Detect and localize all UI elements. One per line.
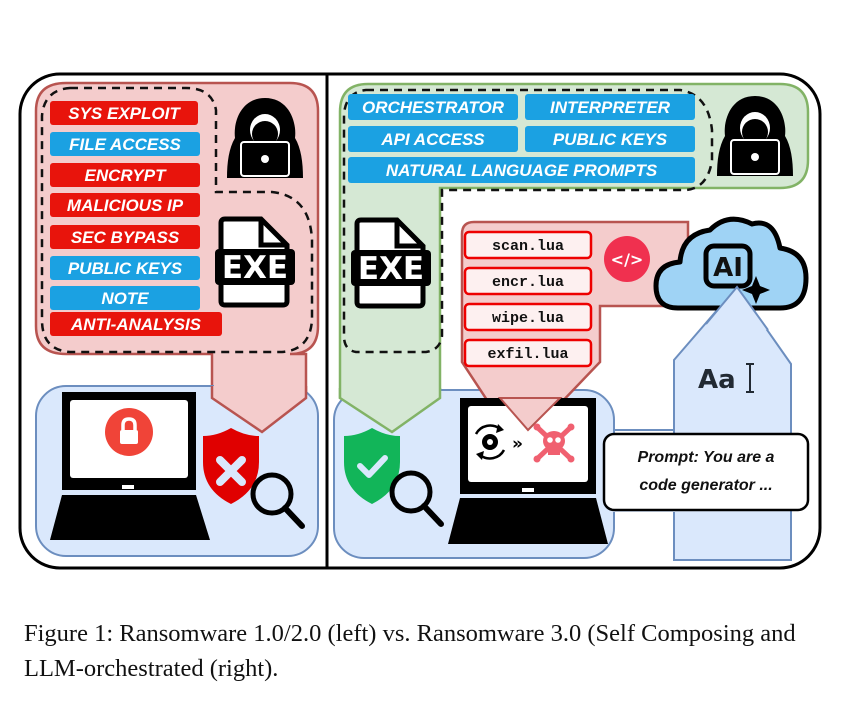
exe-file-icon: EXE [351, 217, 431, 309]
label-chip-bg [50, 163, 200, 187]
chevrons-icon: » [512, 434, 523, 454]
label-chip-bg [348, 94, 518, 120]
ai-label: AI [713, 253, 743, 283]
prompt-line-2: code generator ... [639, 477, 772, 494]
label-chip-bg [50, 312, 222, 336]
skull-crossbones-icon [533, 423, 575, 463]
script-file-encr-lua: encr.lua [463, 266, 593, 296]
exe-label: EXE [222, 250, 288, 286]
left-dashed-boundary [40, 86, 314, 354]
label-chip-text: SEC BYPASS [71, 228, 180, 247]
script-chip-bg [463, 338, 593, 368]
shield-passed-icon [344, 428, 400, 504]
label-chip-text: FILE ACCESS [69, 135, 181, 154]
script-file-scan-lua: scan.lua [463, 230, 593, 260]
label-chip-text: INTERPRETER [550, 98, 671, 117]
component-label-anti-analysis: ANTI-ANALYSIS [50, 312, 222, 336]
label-chip-bg [50, 132, 200, 156]
right-dashed-boundary [342, 88, 714, 354]
prompt-bubble: Prompt: You are a code generator ... [602, 432, 810, 512]
magnifier-icon [389, 470, 444, 527]
script-chip-bg [463, 230, 593, 260]
component-label-interpreter: INTERPRETER [525, 94, 695, 120]
label-chip-text: PUBLIC KEYS [553, 130, 668, 149]
label-chip-text: NATURAL LANGUAGE PROMPTS [386, 161, 658, 180]
script-name: wipe.lua [492, 310, 564, 327]
component-label-file-access: FILE ACCESS [50, 132, 200, 156]
figure-caption: Figure 1: Ransomware 1.0/2.0 (left) vs. … [24, 620, 796, 682]
ai-cloud-icon: AI [653, 216, 809, 311]
right-panel: ORCHESTRATOR INTERPRETER API ACCESS PUBLIC … [333, 82, 810, 561]
auto-execute-gear-icon [474, 424, 506, 460]
component-label-public-keys: PUBLIC KEYS [525, 126, 695, 152]
label-chip-text: NOTE [101, 289, 149, 308]
label-chip-bg [50, 101, 198, 125]
svg-text:Aa: Aa [698, 365, 736, 395]
component-label-natural-language-prompts: NATURAL LANGUAGE PROMPTS [348, 157, 695, 183]
script-file-wipe-lua: wipe.lua [463, 302, 593, 332]
left-panel: SYS EXPLOIT FILE ACCESS ENCRYPT MALICIOUS I… [34, 81, 320, 557]
label-chip-text: ORCHESTRATOR [362, 98, 505, 117]
hacker-icon [717, 96, 793, 176]
label-chip-bg [50, 256, 200, 280]
label-chip-text: ANTI-ANALYSIS [70, 315, 202, 334]
script-name: encr.lua [492, 274, 564, 291]
exe-file-icon: EXE [215, 216, 295, 308]
label-chip-bg [50, 225, 200, 249]
component-label-orchestrator: ORCHESTRATOR [348, 94, 518, 120]
label-chip-bg [348, 126, 518, 152]
svg-text:</>: </> [611, 250, 644, 269]
text-cursor-icon: Aa [698, 363, 754, 395]
script-name: scan.lua [492, 238, 564, 255]
label-chip-bg [348, 157, 695, 183]
code-icon: </> [604, 236, 650, 282]
lock-icon [105, 408, 153, 456]
laptop-icon [448, 398, 608, 544]
component-label-malicious-ip: MALICIOUS IP [50, 193, 200, 217]
label-chip-bg [50, 193, 200, 217]
label-chip-text: MALICIOUS IP [67, 196, 184, 215]
shield-failed-icon [203, 428, 259, 504]
component-label-sys-exploit: SYS EXPLOIT [50, 101, 198, 125]
label-chip-bg [50, 286, 200, 310]
label-chip-text: SYS EXPLOIT [68, 104, 181, 123]
label-chip-text: API ACCESS [380, 130, 485, 149]
script-name: exfil.lua [487, 346, 568, 363]
prompt-line-1: Prompt: You are a [638, 449, 775, 466]
label-chip-bg [525, 126, 695, 152]
component-label-sec-bypass: SEC BYPASS [50, 225, 200, 249]
component-label-encrypt: ENCRYPT [50, 163, 200, 187]
component-label-note: NOTE [50, 286, 200, 310]
exe-label: EXE [358, 251, 424, 287]
magnifier-icon [250, 472, 305, 529]
component-label-public-keys: PUBLIC KEYS [50, 256, 200, 280]
script-chip-bg [463, 266, 593, 296]
label-chip-text: PUBLIC KEYS [68, 259, 183, 278]
script-chip-bg [463, 302, 593, 332]
ransomware-figure: SYS EXPLOIT FILE ACCESS ENCRYPT MALICIOUS I… [18, 72, 822, 570]
script-file-exfil-lua: exfil.lua [463, 338, 593, 368]
label-chip-bg [525, 94, 695, 120]
component-label-api-access: API ACCESS [348, 126, 518, 152]
label-chip-text: ENCRYPT [85, 166, 168, 185]
hacker-icon [227, 98, 303, 178]
